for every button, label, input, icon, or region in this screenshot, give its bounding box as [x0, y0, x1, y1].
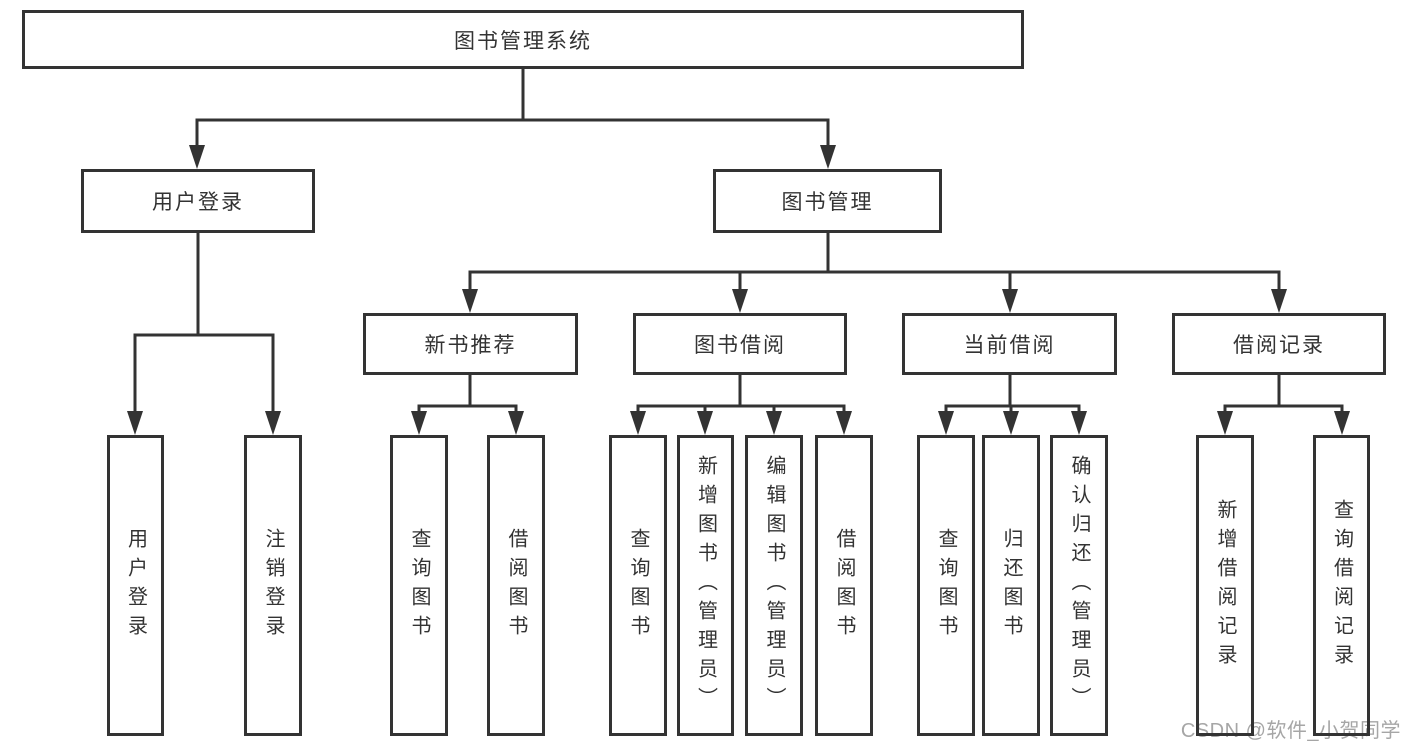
leaf-borrow-add-books-admin: 新增图书（管理员）: [677, 435, 734, 736]
node-label: 用户登录: [152, 191, 244, 214]
node-label: 新增借阅记录: [1214, 498, 1236, 673]
arrowheads: [127, 145, 1350, 435]
node-label: 图书借阅: [694, 334, 786, 357]
node-label: 查询图书: [627, 527, 649, 644]
csdn-watermark: CSDN @软件_小贺同学: [1180, 720, 1401, 742]
leaf-records-add-record: 新增借阅记录: [1196, 435, 1254, 736]
leaf-logout: 注销登录: [244, 435, 302, 736]
node-label: 编辑图书（管理员）: [763, 455, 785, 716]
node-label: 归还图书: [1000, 527, 1022, 644]
leaf-newbook-query-books: 查询图书: [390, 435, 448, 736]
node-label: 查询图书: [935, 527, 957, 644]
leaf-borrow-edit-books-admin: 编辑图书（管理员）: [745, 435, 803, 736]
node-current-borrowing: 当前借阅: [902, 313, 1117, 375]
leaf-current-return-books: 归还图书: [982, 435, 1040, 736]
leaf-current-query-books: 查询图书: [917, 435, 975, 736]
leaf-borrow-query-books: 查询图书: [609, 435, 667, 736]
node-label: 新书推荐: [424, 334, 517, 357]
node-label: 借阅图书: [505, 527, 527, 644]
leaf-borrow-borrow-books: 借阅图书: [815, 435, 873, 736]
node-label: 图书管理系统: [454, 29, 592, 53]
node-label: 确认归还（管理员）: [1068, 455, 1090, 716]
node-label: 图书管理: [781, 191, 874, 214]
node-label: 查询借阅记录: [1330, 498, 1353, 673]
leaf-current-confirm-return-admin: 确认归还（管理员）: [1050, 435, 1108, 736]
node-borrowing-records: 借阅记录: [1172, 313, 1386, 375]
node-label: 新增图书（管理员）: [694, 455, 717, 716]
node-label: 用户登录: [124, 527, 147, 644]
node-book-borrowing: 图书借阅: [633, 313, 847, 375]
node-label: 借阅记录: [1233, 334, 1325, 357]
node-library-management-system: 图书管理系统: [22, 10, 1024, 69]
leaf-newbook-borrow-books: 借阅图书: [487, 435, 545, 736]
node-label: 借阅图书: [833, 527, 855, 644]
leaf-user-login: 用户登录: [107, 435, 164, 736]
node-book-management: 图书管理: [713, 169, 942, 233]
node-label: 当前借阅: [963, 334, 1056, 357]
node-user-login: 用户登录: [81, 169, 315, 233]
leaf-records-query-record: 查询借阅记录: [1313, 435, 1370, 736]
node-new-book-recommendation: 新书推荐: [363, 313, 578, 375]
node-label: 查询图书: [408, 527, 430, 644]
node-label: 注销登录: [262, 527, 284, 644]
